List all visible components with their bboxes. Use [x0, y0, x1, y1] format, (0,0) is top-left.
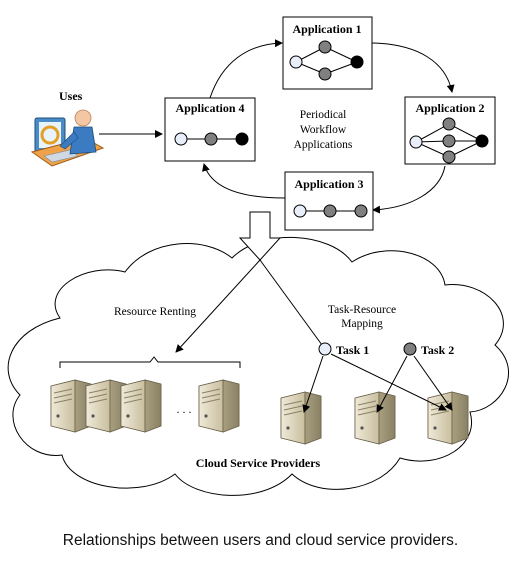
server-icon [354, 391, 396, 445]
users-label: Uses [59, 89, 83, 103]
workflow-node [293, 204, 307, 218]
ellipsis: . . . [177, 402, 192, 416]
server-icon [50, 379, 92, 433]
task-1-to-server-arrow [302, 355, 324, 413]
workflow-node [235, 132, 249, 146]
application-3-label: Application 3 [294, 177, 363, 191]
task-mapping-label-line-2: Mapping [341, 318, 383, 330]
workflow-node [442, 150, 456, 164]
resource-renting-label: Resource Renting [114, 306, 196, 318]
workflow-node [318, 67, 332, 81]
task-2-node [403, 342, 417, 356]
task-1-to-server-arrow [330, 353, 447, 411]
workflow-node [409, 135, 423, 149]
server-icon [198, 379, 240, 433]
task-2-label: Task 2 [421, 343, 454, 357]
workflow-node [318, 40, 332, 54]
workflow-node [354, 204, 368, 218]
cloud-service-providers-label: Cloud Service Providers [196, 456, 321, 470]
task-mapping-line [259, 259, 323, 346]
user-at-computer-icon [30, 109, 105, 167]
workflow-node [204, 132, 218, 146]
cycle-arrow-2-to-3 [372, 165, 446, 214]
cycle-arrow-4-to-1 [209, 39, 283, 99]
server-icon [120, 379, 162, 433]
application-2-label: Application 2 [415, 101, 484, 115]
center-label-line-1: Periodical [300, 109, 347, 121]
center-label-line-2: Workflow [300, 124, 347, 136]
task-2-to-server-arrow [413, 355, 453, 411]
task-mapping-label-line-1: Task-Resource [328, 304, 396, 316]
server-icon [280, 391, 322, 445]
server-group-bracket [59, 356, 241, 368]
center-label-line-3: Applications [294, 139, 353, 151]
figure-caption: Relationships between users and cloud se… [62, 532, 459, 549]
big-down-arrow [238, 211, 282, 261]
workflow-node [350, 55, 364, 69]
cycle-arrow-1-to-2 [371, 42, 455, 93]
workflow-node [475, 134, 489, 148]
task-2-to-server-arrow [376, 355, 408, 413]
application-2-box: Application 2 [404, 96, 496, 165]
workflow-node [442, 117, 456, 131]
resource-renting-arrow [175, 259, 261, 353]
task-1-node [318, 342, 332, 356]
workflow-node [289, 55, 303, 69]
application-1-box: Application 1 [282, 16, 373, 90]
workflow-node [442, 134, 456, 148]
application-3-box: Application 3 [284, 171, 374, 231]
application-1-label: Application 1 [292, 22, 361, 36]
server-icon [427, 391, 469, 445]
application-4-label: Application 4 [175, 101, 244, 115]
cycle-arrow-3-to-4 [202, 163, 286, 199]
server-icon [85, 379, 127, 433]
workflow-node [323, 204, 337, 218]
workflow-node [174, 132, 188, 146]
application-4-box: Application 4 [164, 97, 256, 162]
task-1-label: Task 1 [336, 343, 369, 357]
